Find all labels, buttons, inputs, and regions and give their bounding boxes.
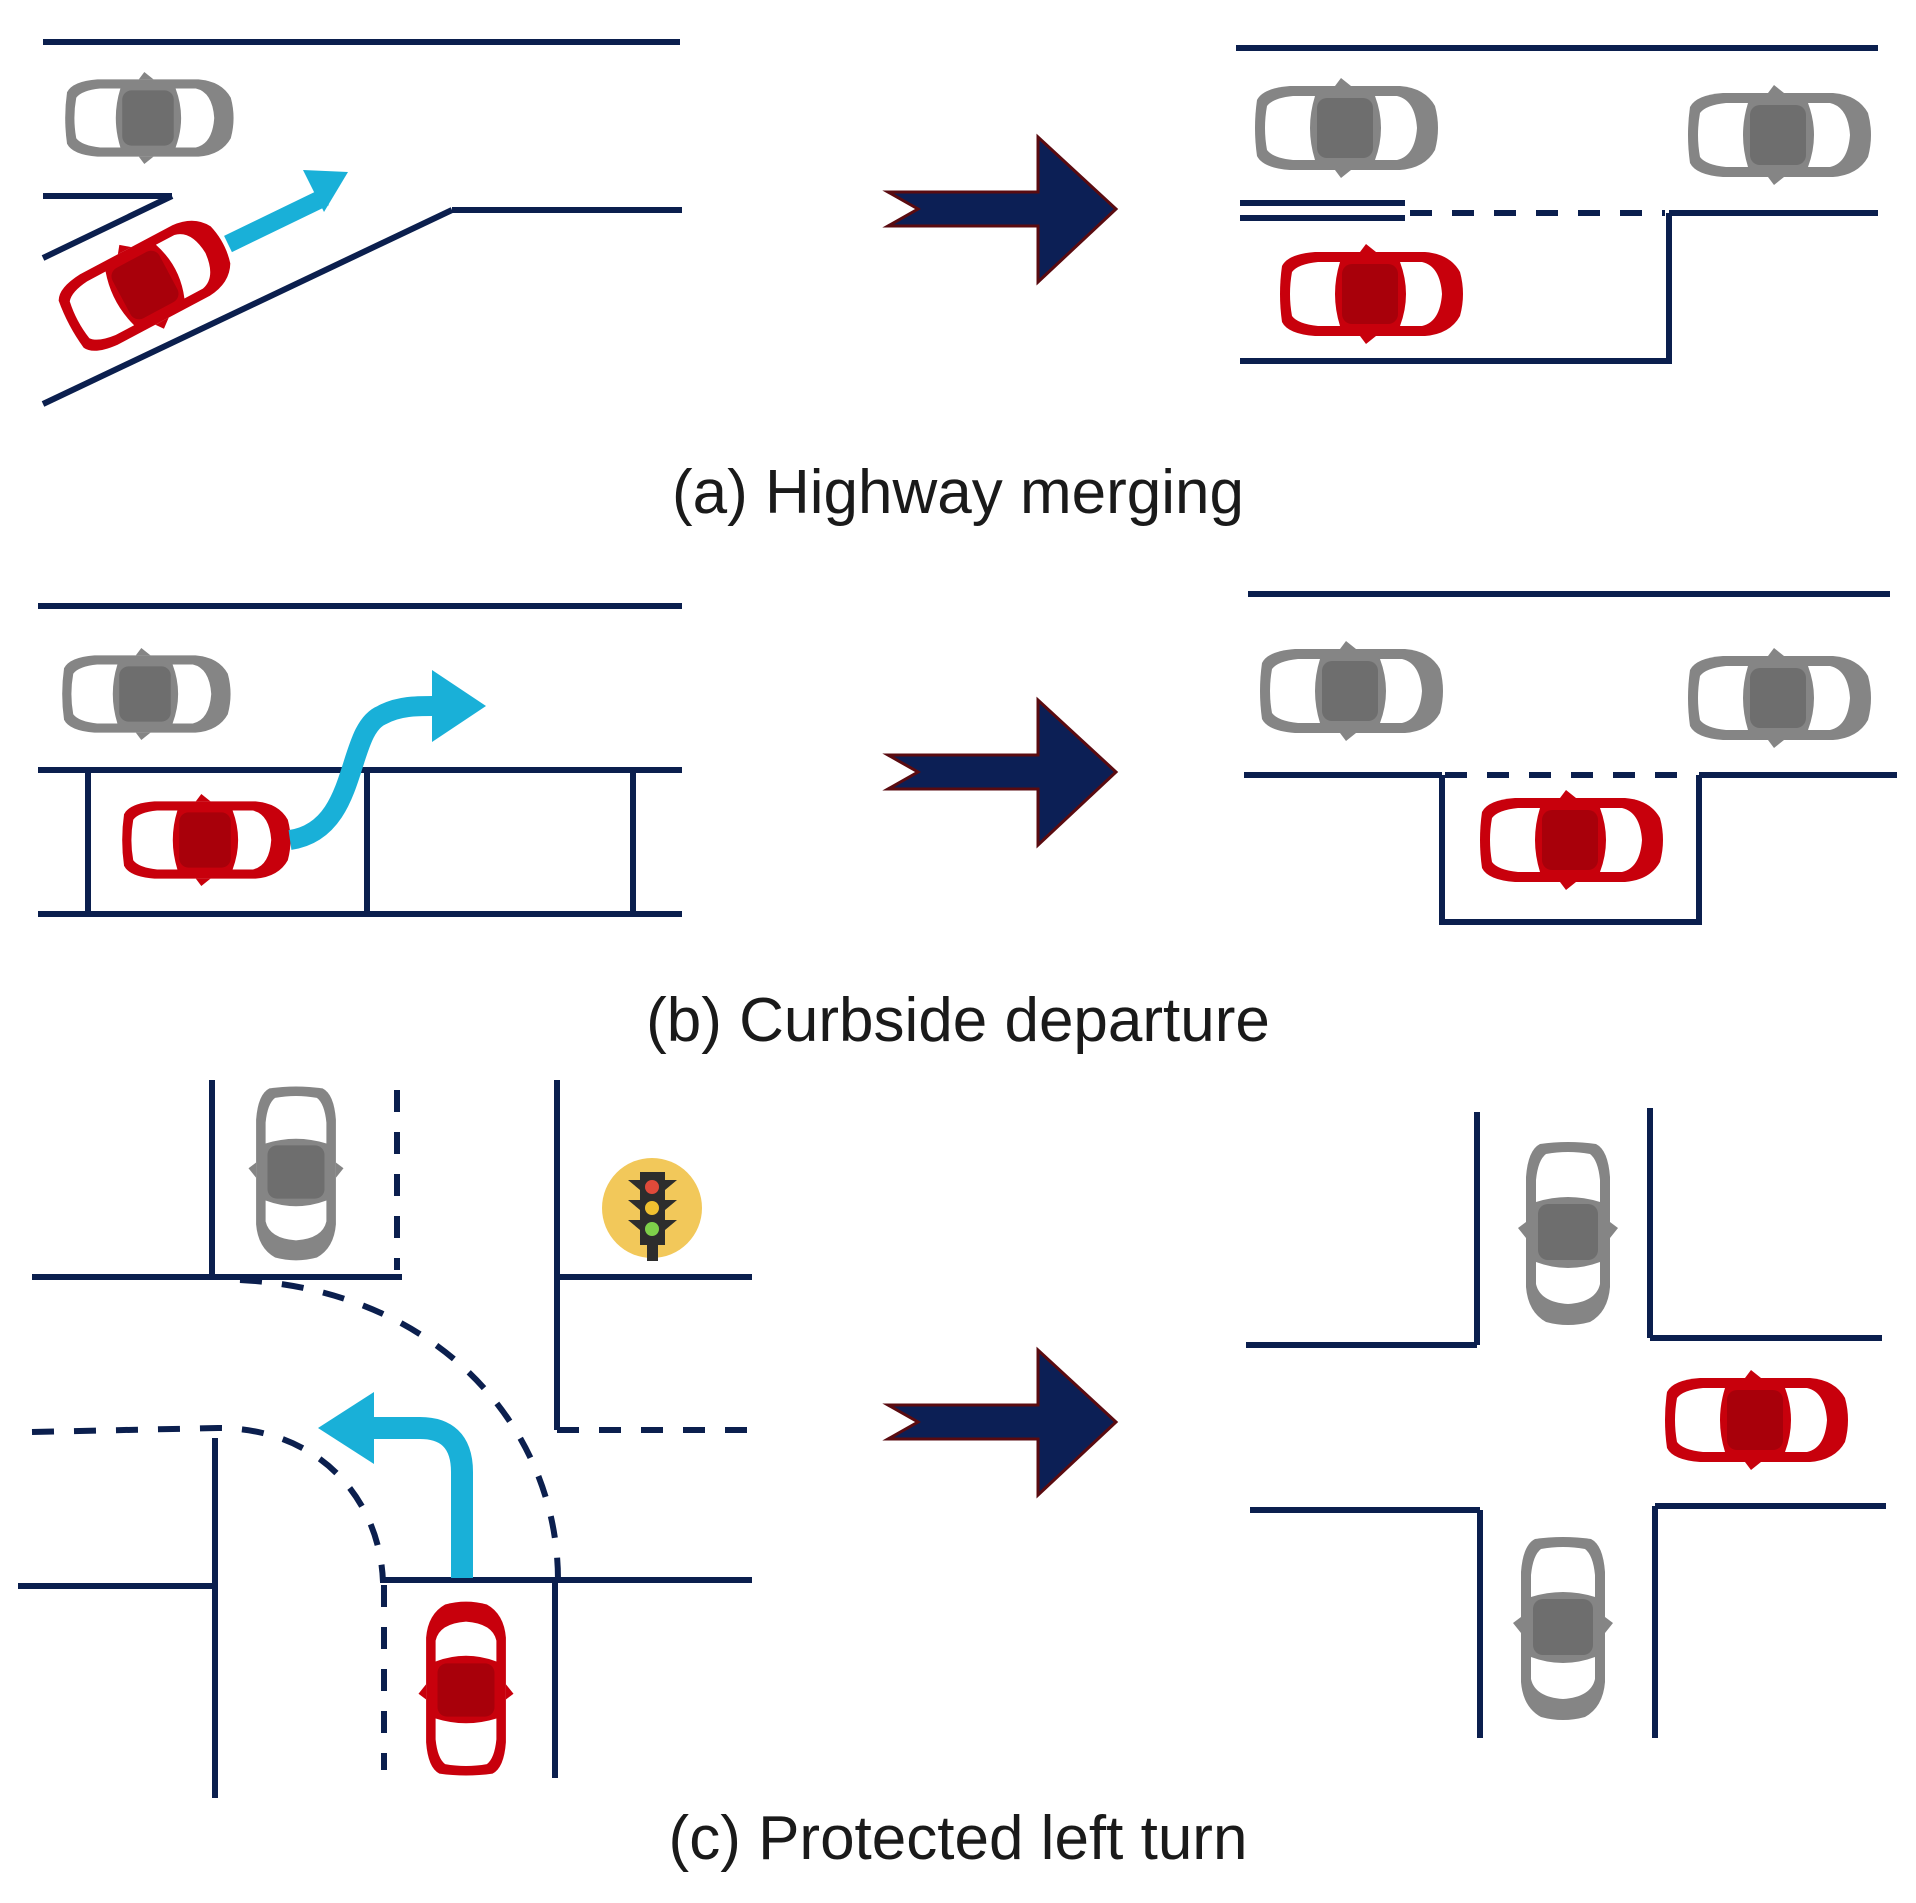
right-arrow-icon [886, 1348, 1118, 1497]
gray-car-icon [1513, 1537, 1613, 1720]
path-arrow-icon [287, 670, 486, 850]
right-arrow-icon [886, 135, 1118, 284]
right-arrow-icon [886, 698, 1118, 847]
panel-a-after-road [1236, 45, 1878, 364]
gray-car-icon [1688, 85, 1871, 185]
panel-c [18, 1080, 1886, 1798]
path-arrow-icon [224, 170, 348, 253]
panel-a [41, 39, 1878, 407]
path-arrow-icon [318, 1392, 473, 1578]
caption-protected-left-turn: (c) Protected left turn [668, 1804, 1248, 1873]
gray-car-icon [1688, 648, 1871, 748]
panel-b-after-road [1244, 591, 1897, 925]
ego-red-car-icon [122, 794, 291, 886]
caption-curbside-departure: (b) Curbside departure [646, 986, 1270, 1055]
gray-car-icon [1255, 78, 1438, 178]
gray-car-icon [62, 648, 231, 740]
ego-red-car-icon [1480, 790, 1663, 890]
ego-red-car-icon [418, 1601, 514, 1776]
gray-car-icon [248, 1086, 344, 1261]
panel-c-after-road [1246, 1108, 1886, 1738]
gray-car-icon [1260, 641, 1443, 741]
ego-red-car-icon [1280, 244, 1463, 344]
gray-car-icon [65, 72, 234, 164]
panel-b [38, 591, 1897, 925]
ego-red-car-icon [47, 201, 246, 368]
traffic-light-icon [602, 1158, 702, 1261]
ego-red-car-icon [1665, 1370, 1848, 1470]
caption-highway-merging: (a) Highway merging [672, 458, 1244, 527]
panel-c-before-road [18, 1080, 752, 1798]
gray-car-icon [1518, 1142, 1618, 1325]
panel-a-before-road [41, 39, 682, 407]
